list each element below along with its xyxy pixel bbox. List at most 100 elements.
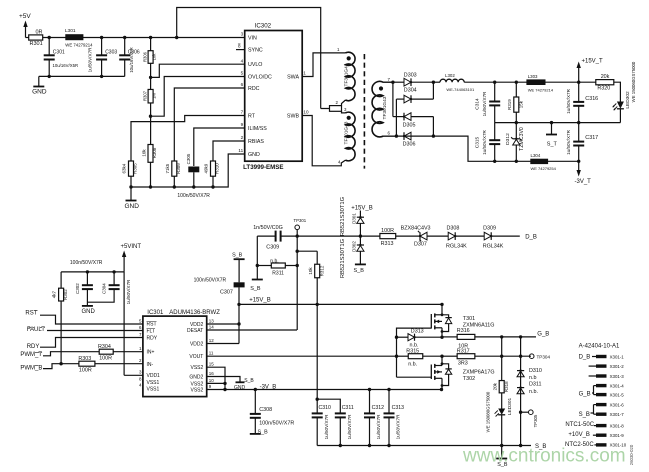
svg-text:R308: R308 bbox=[152, 147, 157, 158]
svg-text:+5VINT: +5VINT bbox=[121, 244, 142, 250]
svg-text:ZXMN6A11G: ZXMN6A11G bbox=[463, 323, 495, 329]
svg-text:3: 3 bbox=[139, 370, 142, 375]
svg-text:VSS1: VSS1 bbox=[147, 380, 160, 386]
svg-text:C311: C311 bbox=[342, 405, 354, 411]
svg-text:RGL34K: RGL34K bbox=[483, 243, 504, 249]
svg-text:n.b.: n.b. bbox=[270, 258, 278, 264]
svg-text:D312: D312 bbox=[505, 133, 511, 145]
svg-text:100R: 100R bbox=[381, 228, 394, 234]
svg-text:T302: T302 bbox=[463, 376, 475, 382]
svg-text:R306: R306 bbox=[142, 51, 147, 62]
svg-text:WE 74279254: WE 74279254 bbox=[531, 166, 557, 171]
svg-text:RDC: RDC bbox=[248, 86, 260, 92]
svg-text:R320: R320 bbox=[597, 85, 610, 91]
svg-text:-3V_B: -3V_B bbox=[260, 384, 277, 390]
svg-text:C317: C317 bbox=[585, 135, 598, 141]
svg-text:+5V: +5V bbox=[19, 13, 31, 20]
svg-text:R307: R307 bbox=[142, 90, 147, 101]
svg-text:OVLO/DC: OVLO/DC bbox=[248, 75, 272, 81]
svg-text:S_B: S_B bbox=[535, 444, 546, 450]
svg-text:+10V_B: +10V_B bbox=[568, 432, 590, 438]
svg-text:TF301G43: TF301G43 bbox=[343, 63, 349, 86]
svg-text:C315: C315 bbox=[474, 136, 480, 148]
svg-text:63k4: 63k4 bbox=[122, 163, 127, 173]
svg-text:ILIM/SS: ILIM/SS bbox=[248, 126, 267, 132]
svg-text:WE 74279214: WE 74279214 bbox=[528, 87, 554, 92]
svg-text:X301-7: X301-7 bbox=[610, 412, 625, 417]
svg-text:LED301: LED301 bbox=[507, 398, 513, 416]
svg-text:10k: 10k bbox=[141, 149, 146, 157]
svg-text:T301: T301 bbox=[463, 316, 475, 322]
svg-text:7: 7 bbox=[139, 332, 142, 337]
svg-text:D304: D304 bbox=[404, 87, 417, 93]
svg-text:C302: C302 bbox=[75, 283, 80, 294]
svg-text:VDD2: VDD2 bbox=[190, 322, 204, 328]
svg-text:X301-3: X301-3 bbox=[610, 374, 625, 379]
svg-text:R315: R315 bbox=[406, 348, 419, 354]
svg-text:C307: C307 bbox=[220, 290, 233, 296]
svg-text:9: 9 bbox=[241, 122, 244, 127]
svg-text:15: 15 bbox=[209, 362, 215, 367]
svg-text:S_B: S_B bbox=[244, 378, 254, 384]
svg-text:FLT: FLT bbox=[147, 329, 156, 335]
svg-text:D305: D305 bbox=[403, 122, 416, 128]
svg-text:D309: D309 bbox=[483, 225, 496, 231]
svg-text:10k: 10k bbox=[152, 53, 157, 61]
svg-text:R313: R313 bbox=[381, 241, 394, 247]
svg-text:L301: L301 bbox=[65, 28, 76, 34]
svg-text:RDY: RDY bbox=[27, 344, 40, 350]
svg-text:1u/50V/X7R: 1u/50V/X7R bbox=[324, 414, 329, 439]
svg-text:4k7: 4k7 bbox=[52, 290, 57, 298]
svg-text:R319: R319 bbox=[507, 99, 512, 110]
svg-text:X301-4: X301-4 bbox=[610, 383, 625, 388]
svg-text:26030-020: 26030-020 bbox=[629, 444, 634, 465]
svg-text:TZMC3V0: TZMC3V0 bbox=[519, 127, 525, 151]
svg-text:8: 8 bbox=[238, 44, 241, 49]
svg-text:SWA: SWA bbox=[287, 75, 299, 81]
svg-text:R316: R316 bbox=[457, 328, 470, 334]
svg-text:GND: GND bbox=[234, 385, 246, 391]
svg-text:100n/50V/X7R: 100n/50V/X7R bbox=[194, 277, 227, 283]
svg-text:RB521S30T1G: RB521S30T1G bbox=[340, 196, 346, 236]
svg-text:RB521S30T1G: RB521S30T1G bbox=[340, 238, 346, 278]
svg-text:100R: 100R bbox=[79, 368, 92, 374]
svg-text:9: 9 bbox=[209, 384, 212, 389]
svg-text:100n/50V/X7R: 100n/50V/X7R bbox=[177, 193, 210, 199]
svg-text:C304: C304 bbox=[102, 283, 107, 294]
svg-text:TF301G43: TF301G43 bbox=[343, 121, 349, 144]
svg-text:BZX84C4V3: BZX84C4V3 bbox=[401, 225, 431, 231]
svg-text:SYNC: SYNC bbox=[248, 48, 263, 54]
svg-text:ZXMP6A17G: ZXMP6A17G bbox=[463, 370, 495, 376]
svg-text:R310: R310 bbox=[215, 163, 220, 174]
svg-text:C305: C305 bbox=[186, 153, 191, 164]
svg-text:L304: L304 bbox=[531, 153, 541, 158]
svg-text:C310: C310 bbox=[319, 405, 332, 411]
svg-text:1n/50V/C0G: 1n/50V/C0G bbox=[253, 225, 283, 231]
svg-text:R309: R309 bbox=[176, 163, 181, 174]
svg-text:3R3: 3R3 bbox=[458, 361, 468, 367]
svg-text:20k: 20k bbox=[492, 382, 497, 390]
svg-text:D_B: D_B bbox=[579, 355, 591, 361]
svg-text:n.b: n.b bbox=[529, 375, 537, 381]
svg-text:D310: D310 bbox=[529, 368, 542, 374]
svg-text:7: 7 bbox=[388, 77, 391, 82]
svg-text:X301-10: X301-10 bbox=[610, 443, 627, 448]
svg-text:R318: R318 bbox=[504, 381, 509, 392]
svg-text:6: 6 bbox=[139, 325, 142, 330]
svg-text:C308: C308 bbox=[259, 407, 272, 413]
svg-text:5: 5 bbox=[241, 71, 244, 76]
svg-text:L302: L302 bbox=[445, 73, 455, 78]
svg-text:11: 11 bbox=[238, 148, 243, 153]
svg-text:D308: D308 bbox=[447, 225, 460, 231]
svg-text:FAULT: FAULT bbox=[27, 327, 46, 333]
svg-text:RT: RT bbox=[248, 114, 256, 120]
svg-text:C303: C303 bbox=[105, 49, 117, 55]
svg-text:D307: D307 bbox=[414, 242, 427, 248]
svg-text:-3V_T: -3V_T bbox=[575, 179, 592, 185]
svg-text:100R: 100R bbox=[99, 355, 112, 361]
svg-text:S_B: S_B bbox=[354, 268, 365, 274]
svg-text:R317: R317 bbox=[457, 349, 470, 355]
svg-text:RDY: RDY bbox=[147, 336, 158, 342]
svg-text:20k: 20k bbox=[601, 74, 610, 80]
svg-text:X301-9: X301-9 bbox=[610, 433, 625, 438]
